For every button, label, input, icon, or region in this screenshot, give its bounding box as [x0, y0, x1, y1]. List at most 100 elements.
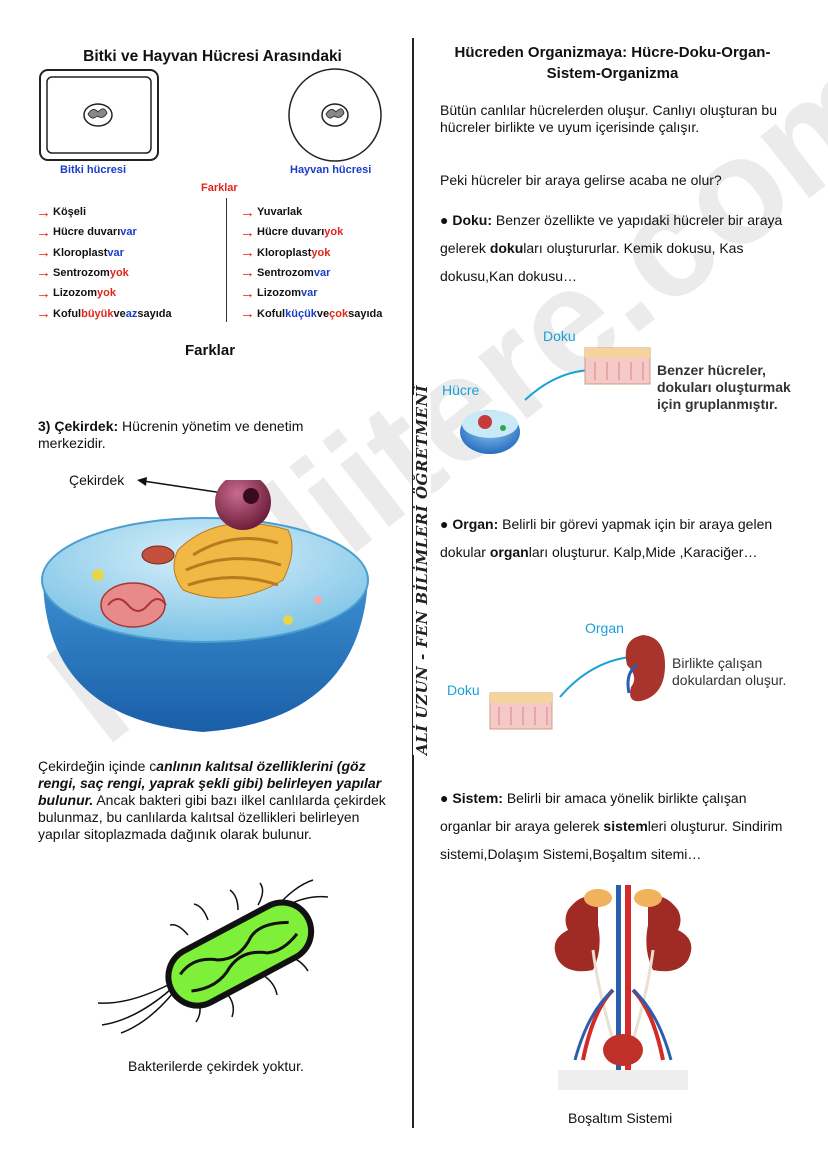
plant-diff-row: →Sentrozom yok	[36, 265, 129, 281]
fig2-doku-label: Doku	[447, 682, 480, 698]
animal-cell-figure	[288, 68, 382, 162]
system-heading: Sistem:	[452, 790, 503, 806]
animal-diff-row-part: küçük	[285, 307, 317, 320]
tissue-bullet: ●	[440, 212, 453, 228]
organ-paragraph: ● Organ: Belirli bir görevi yapmak için …	[440, 510, 800, 566]
animal-diff-row-part: yok	[311, 246, 331, 259]
fig2-illustration	[489, 635, 665, 730]
system-text-1: Belirli bir amaca yönelik birlikte çalış…	[440, 790, 747, 834]
animal-diff-row: →Yuvarlak	[240, 204, 302, 220]
plant-diff-row-part: sayıda	[137, 307, 172, 320]
nucleus-definition: 3) Çekirdek: Hücrenin yönetim ve denetim…	[38, 418, 368, 452]
red-arrow-icon: →	[240, 305, 255, 322]
animal-diff-row-part: yok	[324, 226, 344, 239]
red-arrow-icon: →	[240, 203, 255, 221]
organ-text-1: Belirli bir görevi yapmak için bir araya…	[440, 516, 773, 560]
plant-diff-row: →Hücre duvarı var	[36, 224, 137, 240]
differences-footer: Farklar	[185, 342, 236, 359]
tissue-bold: doku	[489, 240, 524, 256]
tissue-heading: Doku:	[452, 212, 493, 228]
plant-diff-row: →Kloroplast var	[36, 245, 124, 261]
tissue-text-2: ları oluştururlar. Kemik dokusu, Kas dok…	[440, 240, 744, 284]
animal-cell-label: Hayvan hücresi	[290, 164, 372, 176]
animal-diff-row-part: çok	[329, 307, 349, 320]
plant-diff-row-part: var	[120, 226, 137, 239]
plant-diff-row: →Lizozom yok	[36, 285, 116, 301]
plant-diff-row: →Köşeli	[36, 204, 86, 220]
nucleus-text: Hücrenin yönetim ve denetim merkezidir.	[38, 418, 304, 451]
red-arrow-icon: →	[36, 284, 51, 302]
plant-diff-row-part: Köşeli	[53, 206, 87, 218]
system-paragraph: ● Sistem: Belirli bir amaca yönelik birl…	[440, 784, 800, 868]
tissue-paragraph: ● Doku: Benzer özellikte ve yapıdaki hüc…	[440, 206, 800, 290]
fig2-organ-label: Organ	[585, 620, 624, 636]
tissue-text-1: Benzer özellikte ve yapıdaki hücreler bi…	[440, 212, 783, 256]
plant-diff-row: →Koful büyük ve az sayıda	[36, 306, 172, 322]
red-arrow-icon: →	[240, 264, 255, 282]
differences-header: Farklar	[201, 182, 238, 194]
animal-diff-row-part: Kloroplast	[257, 246, 312, 259]
plant-diff-row-part: Koful	[53, 307, 82, 320]
animal-diff-row: →Koful küçük ve çok sayıda	[240, 306, 382, 322]
nucleus-heading: 3) Çekirdek:	[38, 418, 119, 434]
animal-diff-row: →Hücre duvarı yok	[240, 224, 343, 240]
bacteria-illustration	[98, 879, 329, 1034]
animal-diff-row-part: var	[313, 266, 331, 279]
animal-diff-row-part: Hücre duvarı	[257, 226, 325, 239]
animal-diff-row-part: sayıda	[348, 307, 383, 320]
organ-text-2: ları oluşturur. Kalp,Mide ,Karaciğer…	[528, 544, 758, 560]
fig1-illustration	[460, 347, 651, 454]
bacteria-caption: Bakterilerde çekirdek yoktur.	[128, 1058, 304, 1074]
fig1-hucre-label: Hücre	[442, 382, 480, 398]
nucleus-p1: Çekirdeğin içinde c	[38, 758, 157, 774]
animal-diff-row: →Kloroplast yok	[240, 245, 330, 261]
organ-heading: Organ:	[452, 516, 499, 532]
red-arrow-icon: →	[36, 203, 51, 221]
red-arrow-icon: →	[240, 223, 255, 241]
red-arrow-icon: →	[36, 223, 51, 241]
organ-bold: organ	[489, 544, 529, 560]
red-arrow-icon: →	[36, 305, 51, 322]
animal-diff-row-part: Koful	[257, 307, 286, 320]
red-arrow-icon: →	[36, 244, 51, 262]
question-paragraph: Peki hücreler bir araya gelirse acaba ne…	[440, 172, 722, 188]
nucleus-p3: Ancak bakteri gibi bazı ilkel canlılarda…	[38, 792, 386, 842]
animal-diff-row-part: var	[301, 287, 318, 300]
fig1-doku-label: Doku	[543, 328, 576, 344]
fig1-text: Benzer hücreler, dokuları oluşturmak içi…	[657, 362, 791, 412]
system-text-2: leri oluşturur. Sindirim sistemi,Dolaşım…	[440, 818, 783, 862]
nucleus-hereditary-paragraph: Çekirdeğin içinde canlının kalıtsal özel…	[38, 758, 388, 843]
plant-cell-label: Bitki hücresi	[60, 164, 127, 176]
right-title: Hücreden Organizmaya: Hücre-Doku-Organ-S…	[454, 44, 771, 82]
animal-diff-row-part: Yuvarlak	[257, 206, 303, 218]
system-bold: sistem	[603, 818, 648, 834]
urinary-system-illustration	[554, 885, 692, 1090]
animal-cell-3d-illustration	[41, 480, 369, 732]
intro-paragraph: Bütün canlılar hücrelerden oluşur. Canlı…	[440, 102, 777, 135]
fig2-text: Birlikte çalışan dokulardan oluşur.	[672, 655, 787, 688]
plant-diff-row-part: Kloroplast	[53, 246, 108, 259]
nucleus-p2: anlının kalıtsal özelliklerini (göz reng…	[38, 758, 382, 808]
plant-cell-figure	[39, 69, 159, 161]
differences-separator	[226, 198, 227, 322]
red-arrow-icon: →	[240, 284, 255, 302]
plant-diff-row-part: yok	[109, 266, 129, 279]
red-arrow-icon: →	[240, 244, 255, 262]
plant-diff-row-part: yok	[97, 287, 116, 300]
organ-bullet: ●	[440, 516, 453, 532]
animal-diff-row-part: Sentrozom	[257, 266, 314, 279]
vertical-signature: ALİ UZUN - FEN BİLİMLERİ ÖĞRETMENİ	[395, 384, 431, 755]
plant-diff-row-part: var	[107, 246, 124, 259]
red-arrow-icon: →	[36, 264, 51, 282]
plant-diff-row-part: az	[125, 307, 138, 320]
plant-diff-row-part: Sentrozom	[53, 266, 110, 279]
plant-diff-row-part: ve	[113, 307, 126, 320]
animal-diff-row-part: ve	[316, 307, 330, 320]
plant-diff-row-part: büyük	[81, 307, 114, 320]
plant-diff-row-part: Lizozom	[53, 287, 97, 300]
animal-diff-row-part: Lizozom	[257, 287, 301, 300]
plant-diff-row-part: Hücre duvarı	[53, 226, 121, 239]
system-bullet: ●	[440, 790, 453, 806]
system-caption: Boşaltım Sistemi	[568, 1110, 673, 1126]
vertical-signature-text: ALİ UZUN - FEN BİLİMLERİ ÖĞRETMENİ	[413, 384, 431, 755]
